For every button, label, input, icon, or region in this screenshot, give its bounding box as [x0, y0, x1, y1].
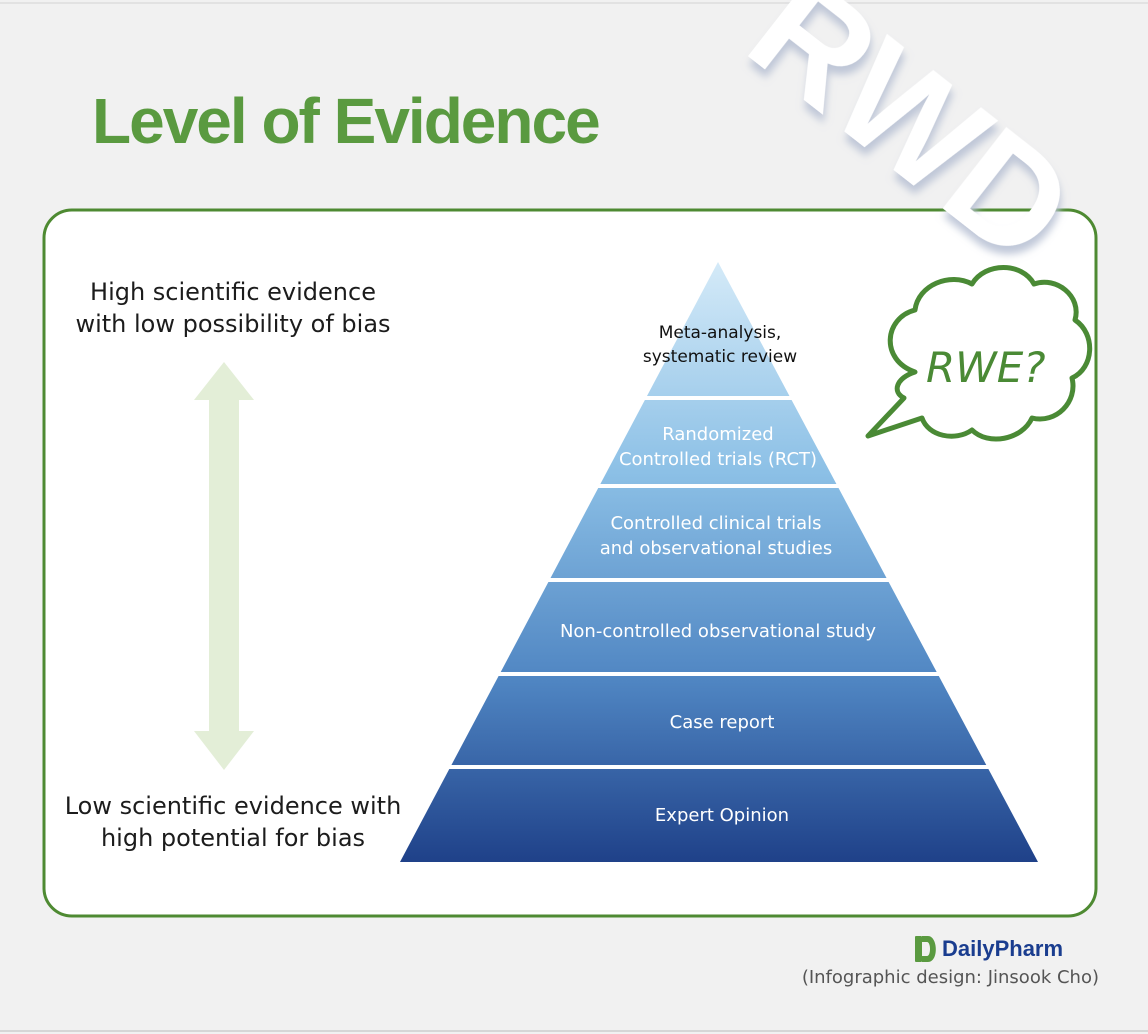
dailypharm-logo-mark-icon — [915, 936, 936, 962]
evidence-pyramid: Meta-analysis, systematic review Randomi… — [400, 262, 1038, 862]
high-evidence-label-text: High scientific evidence with low possib… — [75, 278, 391, 338]
tier-5-label: Case report — [670, 712, 775, 733]
tier-2-line-2: Controlled trials (RCT) — [619, 449, 817, 470]
tier-3-line-1: Controlled clinical trials — [610, 513, 821, 534]
speech-bubble-text: RWE? — [926, 343, 1046, 392]
low-evidence-label: Low scientific evidence with high potent… — [54, 790, 412, 854]
high-evidence-label: High scientific evidence with low possib… — [54, 276, 412, 340]
dailypharm-logo: DailyPharm — [914, 932, 1063, 966]
page-title: Level of Evidence — [92, 85, 601, 157]
tier-1-line-2: systematic review — [643, 347, 797, 367]
rwe-speech-bubble: RWE? — [865, 265, 1093, 442]
tier-2-line-1: Randomized — [662, 424, 773, 445]
tier-6-label: Expert Opinion — [655, 805, 789, 826]
tier-3-line-2: and observational studies — [600, 538, 833, 559]
design-credit: (Infographic design: Jinsook Cho) — [801, 967, 1099, 988]
tier-4-label: Non-controlled observational study — [560, 621, 876, 642]
pyramid-body — [400, 262, 1038, 862]
evidence-direction-arrow — [194, 362, 254, 770]
dailypharm-logo-text: DailyPharm — [942, 936, 1064, 961]
tier-1-line-1: Meta-analysis, — [659, 323, 782, 343]
low-evidence-label-text: Low scientific evidence with high potent… — [64, 792, 402, 852]
speech-bubble-outline — [865, 265, 1093, 442]
